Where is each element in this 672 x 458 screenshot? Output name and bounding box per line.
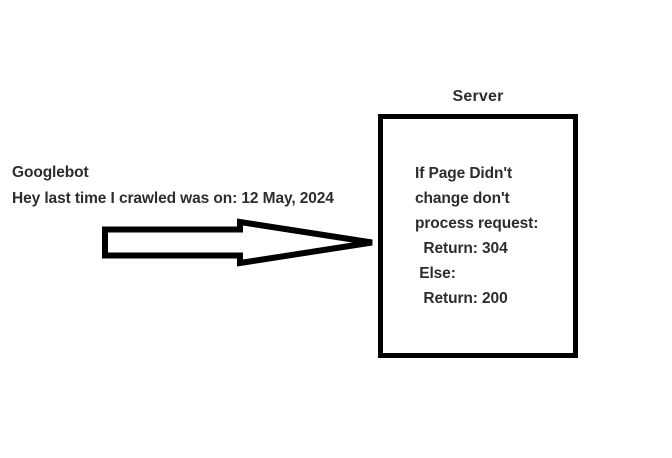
- server-title: Server: [452, 88, 504, 105]
- arrow-shape: [102, 218, 373, 267]
- request-arrow: [100, 215, 380, 270]
- server-logic-line-2: change don't: [415, 190, 510, 207]
- server-logic-line-4: Return: 304: [415, 240, 508, 257]
- server-box: If Page Didn't change don't process requ…: [378, 114, 578, 358]
- client-name-label: Googlebot: [12, 164, 89, 181]
- server-logic-line-6: Return: 200: [415, 290, 508, 307]
- server-logic-block: If Page Didn't change don't process requ…: [415, 161, 575, 311]
- block-arrow-right-icon: [102, 218, 373, 267]
- server-logic-line-1: If Page Didn't: [415, 165, 513, 182]
- server-logic-line-5: Else:: [415, 265, 456, 282]
- server-logic-line-3: process request:: [415, 215, 539, 232]
- client-text-block: Googlebot Hey last time I crawled was on…: [12, 160, 372, 212]
- client-message-label: Hey last time I crawled was on: 12 May, …: [12, 190, 334, 207]
